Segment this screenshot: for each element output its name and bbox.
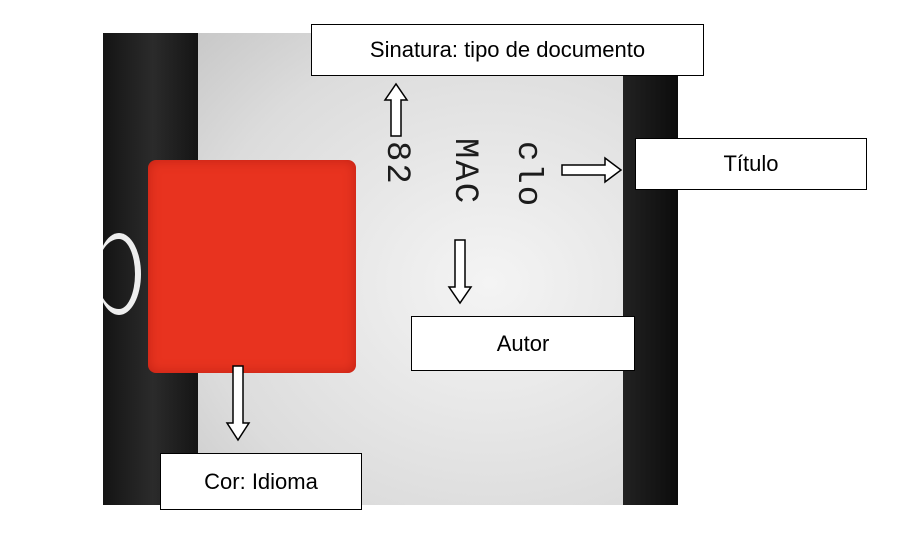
annotation-color-language: Cor: Idioma — [160, 453, 362, 510]
spine-rim — [623, 33, 678, 505]
annotation-title: Título — [635, 138, 867, 190]
arrow-down-icon — [447, 239, 473, 305]
arrow-up-icon — [383, 82, 409, 137]
arrow-down-icon — [225, 365, 251, 442]
publisher-logo — [103, 233, 141, 315]
arrow-right-icon — [561, 156, 623, 184]
annotation-signature: Sinatura: tipo de documento — [311, 24, 704, 76]
annotation-author: Autor — [411, 316, 635, 371]
red-language-sticker — [148, 160, 356, 373]
